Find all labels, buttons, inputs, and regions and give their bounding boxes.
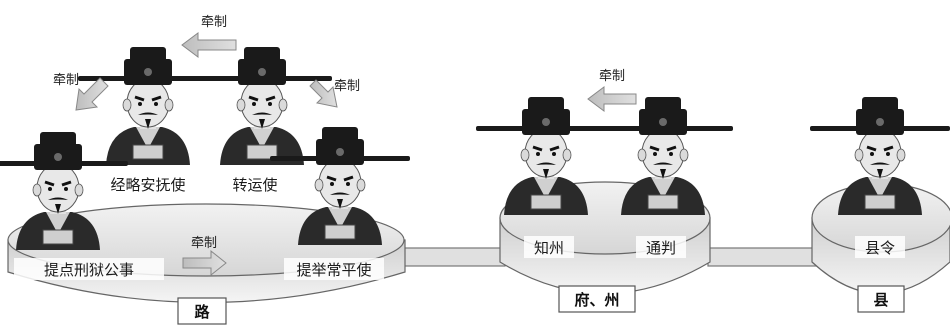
label-bg-zhizhou bbox=[524, 236, 574, 258]
label-xianling: 县令 bbox=[865, 239, 895, 257]
label-tiju: 提举常平使 bbox=[296, 261, 371, 279]
relation-label-bottom: 牵制 bbox=[191, 236, 217, 251]
relation-label-right: 牵制 bbox=[334, 79, 360, 94]
relation-label-top: 牵制 bbox=[201, 15, 227, 30]
label-bg-jinglve bbox=[103, 173, 195, 195]
level-lu: 路 bbox=[194, 303, 210, 321]
label-zhizhou: 知州 bbox=[534, 239, 564, 257]
arrow-tidian-to-tiju bbox=[182, 249, 227, 277]
label-bg-tidian bbox=[14, 258, 164, 280]
level-box-xian bbox=[857, 285, 905, 313]
label-tongpan: 通判 bbox=[646, 239, 676, 257]
relation-label-fuzhou: 牵制 bbox=[599, 69, 625, 84]
label-bg-tiju bbox=[284, 258, 384, 280]
level-xian: 县 bbox=[873, 291, 888, 309]
label-tidian: 提点刑狱公事 bbox=[44, 261, 134, 279]
arrow-zhuanyun-to-jinglve bbox=[181, 32, 237, 58]
label-jinglve: 经略安抚使 bbox=[110, 176, 185, 194]
arrow-zhuanyun-tiju bbox=[309, 79, 338, 108]
level-box-fuzhou bbox=[558, 285, 636, 313]
label-bg-zhuanyun bbox=[220, 173, 290, 195]
relation-label-left: 牵制 bbox=[53, 73, 79, 88]
label-zhuanyun: 转运使 bbox=[232, 176, 277, 194]
arrow-tongpan-to-zhizhou bbox=[587, 86, 637, 112]
connector-lu-fuzhou bbox=[399, 247, 506, 267]
official-zhuanyun-figure bbox=[190, 45, 334, 167]
connector-fuzhou-xian bbox=[707, 247, 827, 267]
label-bg-tongpan bbox=[636, 236, 686, 258]
label-bg-xianling bbox=[855, 236, 905, 258]
official-jinglve-figure bbox=[76, 45, 220, 167]
arrow-jinglve-to-tidian bbox=[75, 77, 109, 111]
level-box-lu bbox=[177, 297, 227, 325]
level-fuzhou: 府、州 bbox=[574, 291, 619, 309]
